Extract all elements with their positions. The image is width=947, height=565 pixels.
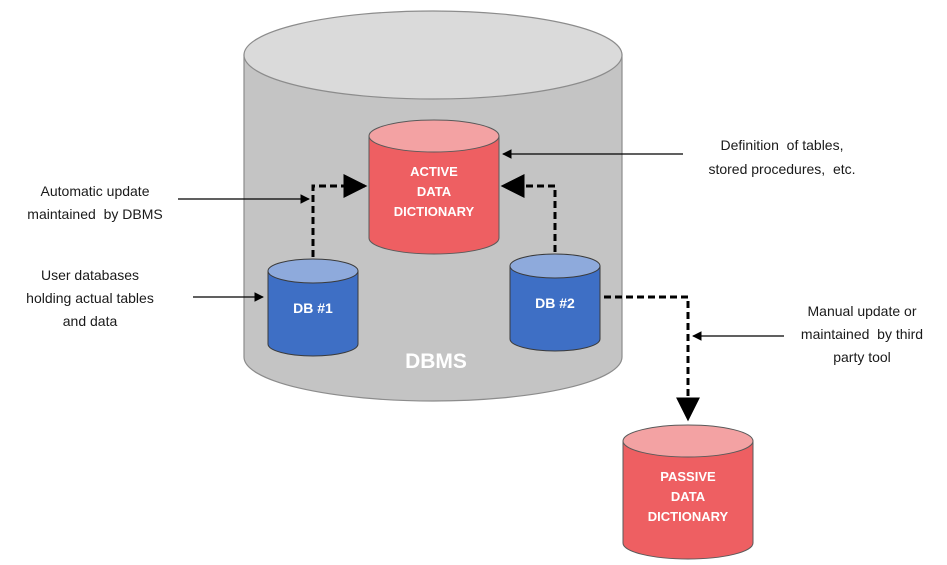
passive-dictionary-label-line3: DICTIONARY <box>648 509 729 524</box>
user-databases-line1: User databases <box>41 267 139 283</box>
passive-dictionary-top <box>622 424 754 458</box>
active-dictionary-label-line2: DATA <box>417 184 452 199</box>
active-dictionary-label-line3: DICTIONARY <box>394 204 475 219</box>
manual-update-line2: maintained by third <box>801 326 923 342</box>
user-databases-annotation: User databases holding actual tables and… <box>26 267 154 329</box>
passive-data-dictionary-cylinder: PASSIVE DATA DICTIONARY <box>622 424 754 560</box>
passive-dictionary-label-line2: DATA <box>671 489 706 504</box>
active-dictionary-body <box>368 135 500 255</box>
automatic-update-line1: Automatic update <box>41 183 150 199</box>
db1-to-active-dictionary-dashed-arrow <box>311 174 368 257</box>
passive-dictionary-label-line1: PASSIVE <box>660 469 716 484</box>
dbms-label: DBMS <box>405 350 467 373</box>
definition-annotation: Definition of tables, stored procedures,… <box>708 137 855 177</box>
definition-line1: Definition of tables, <box>721 137 844 153</box>
automatic-update-annotation: Automatic update maintained by DBMS <box>27 183 162 222</box>
active-dictionary-label-line1: ACTIVE <box>410 164 458 179</box>
db2-top <box>509 253 601 279</box>
db2-cylinder: DB #2 <box>509 253 601 352</box>
user-databases-line3: and data <box>63 313 118 329</box>
db2-to-passive-dictionary-dashed-arrow <box>604 295 700 422</box>
active-data-dictionary-cylinder: ACTIVE DATA DICTIONARY <box>368 119 500 255</box>
user-databases-line2: holding actual tables <box>26 290 154 306</box>
manual-update-line3: party tool <box>833 349 891 365</box>
db2-to-active-dictionary-dashed-arrow <box>500 174 557 252</box>
db1-cylinder: DB #1 <box>267 258 359 357</box>
db2-body <box>509 265 601 352</box>
manual-update-line1: Manual update or <box>808 303 917 319</box>
db1-top <box>267 258 359 284</box>
passive-dictionary-body <box>622 440 754 560</box>
definition-line2: stored procedures, etc. <box>708 161 855 177</box>
dbms-cylinder-top <box>243 10 623 100</box>
active-dictionary-top <box>368 119 500 153</box>
db1-label: DB #1 <box>293 300 333 316</box>
manual-update-annotation: Manual update or maintained by third par… <box>801 303 923 365</box>
db2-label: DB #2 <box>535 295 575 311</box>
db1-body <box>267 270 359 357</box>
automatic-update-line2: maintained by DBMS <box>27 206 162 222</box>
